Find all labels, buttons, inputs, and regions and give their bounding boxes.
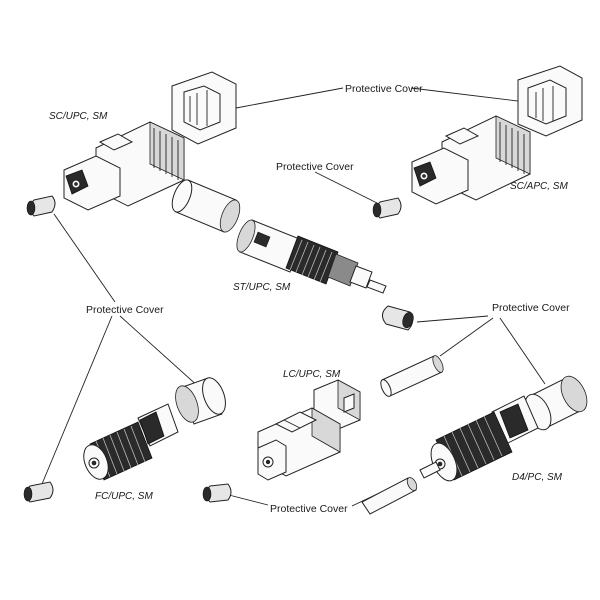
label-fc-upc: FC/UPC, SM [95, 491, 153, 502]
fc-upc-connector [83, 403, 179, 481]
leader-right-2 [439, 317, 494, 357]
label-st-upc: ST/UPC, SM [233, 282, 291, 293]
leader-left-down2 [119, 315, 201, 389]
leader-right-3 [499, 317, 546, 385]
callout-right: Protective Cover [492, 302, 570, 314]
dust-cap-fc [23, 481, 54, 503]
d4-cover-tube [524, 375, 588, 431]
st-upc-connector [236, 219, 387, 294]
leader-bottom-left [224, 493, 269, 506]
d4-ferrule-cover [380, 355, 444, 397]
callout-top: Protective Cover [345, 83, 423, 95]
leader-center [314, 171, 378, 204]
label-sc-apc: SC/APC, SM [510, 181, 568, 192]
st-cover-tube [171, 179, 241, 233]
lc-upc-connector [257, 379, 361, 481]
label-sc-upc: SC/UPC, SM [49, 111, 108, 122]
label-lc-upc: LC/UPC, SM [283, 369, 341, 380]
leader-left-down1 [41, 315, 113, 485]
label-d4-pc: D4/PC, SM [512, 472, 563, 483]
leader-top-left [235, 87, 344, 109]
leader-left-up [53, 213, 116, 303]
dust-cap-st [382, 305, 414, 331]
sc-upc-connector [63, 71, 237, 211]
d4-dust-cap [361, 477, 418, 515]
dust-cap-lc [202, 483, 232, 503]
dust-cap-sc-right [372, 197, 402, 219]
fc-cover-tube [175, 377, 226, 425]
sc-apc-connector [411, 65, 583, 205]
leader-right-1 [416, 315, 489, 323]
dust-cap-sc-left [26, 195, 56, 217]
callout-bottom: Protective Cover [270, 503, 348, 515]
leader-lines [41, 87, 546, 507]
callout-left: Protective Cover [86, 304, 164, 316]
callout-center: Protective Cover [276, 161, 354, 173]
d4-pc-connector [419, 395, 539, 482]
